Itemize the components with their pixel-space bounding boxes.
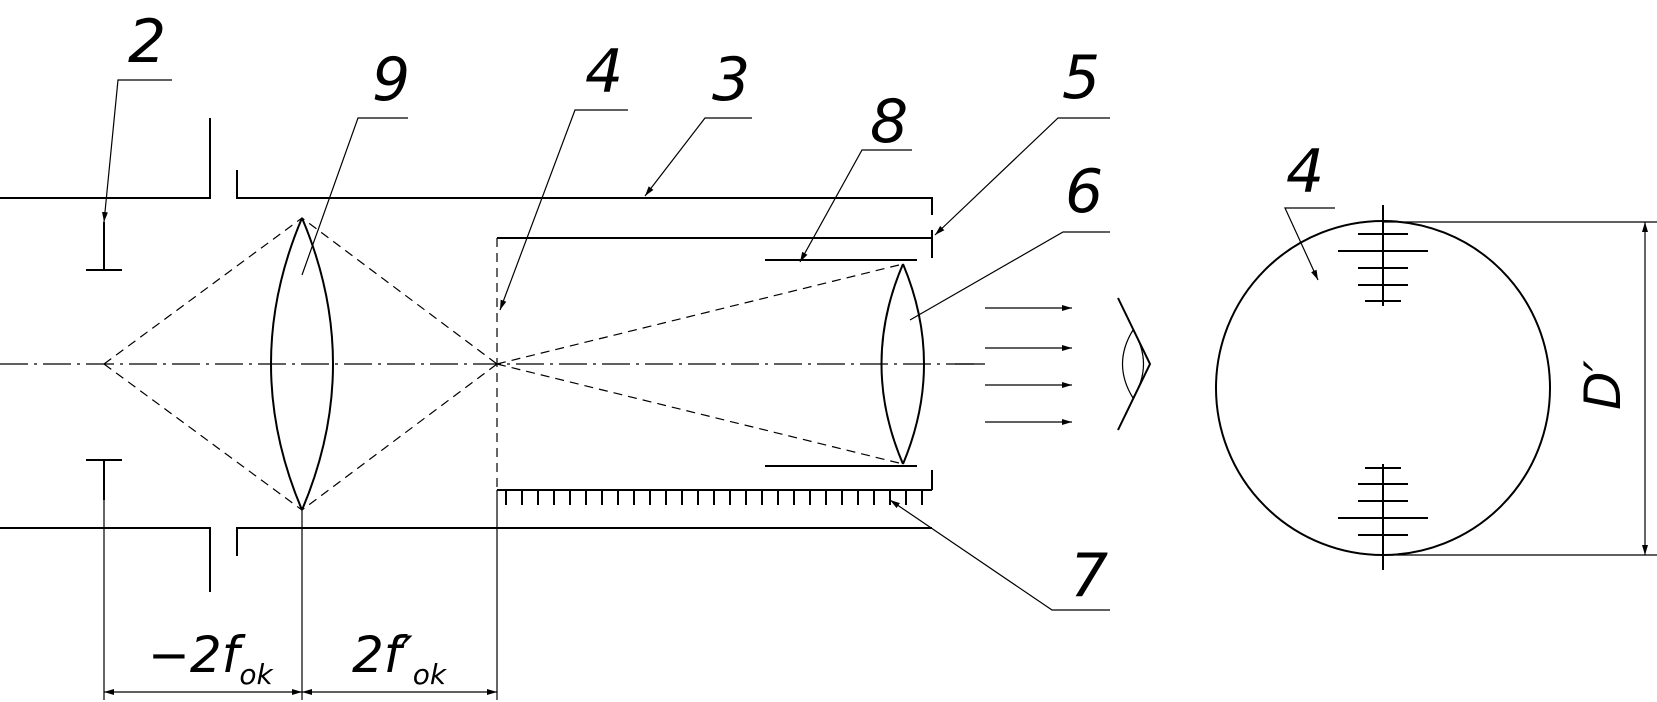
- reticle-view: [1215, 205, 1657, 570]
- label-2: 2: [128, 7, 166, 77]
- diaphragm: [765, 259, 917, 467]
- label-7: 7: [1070, 541, 1108, 611]
- field-stop: [86, 222, 122, 500]
- rays-lens-6: [496, 263, 904, 465]
- lens-6: [880, 263, 925, 465]
- label-8: 8: [870, 87, 908, 157]
- label-4: 4: [585, 37, 623, 107]
- lens-9: [270, 217, 334, 511]
- inner-tube: [497, 230, 933, 491]
- label-9: 9: [372, 45, 410, 115]
- parallel-beam-arrows: [985, 305, 1072, 425]
- leader-lines: [101, 79, 1335, 611]
- label-6: 6: [1065, 157, 1103, 227]
- eye-icon: [1117, 297, 1152, 431]
- label-4-reticle: 4: [1286, 137, 1324, 207]
- dim-2f-prime-ok: 2f′ok: [352, 626, 448, 691]
- focal-dimension: [103, 460, 498, 700]
- dim-diameter-d-prime: D′: [1574, 359, 1632, 410]
- label-5: 5: [1062, 43, 1100, 113]
- label-3: 3: [712, 45, 750, 115]
- outer-tube: [0, 118, 933, 592]
- scale: [497, 489, 932, 505]
- dim-minus-2f-ok: −2fok: [148, 626, 274, 691]
